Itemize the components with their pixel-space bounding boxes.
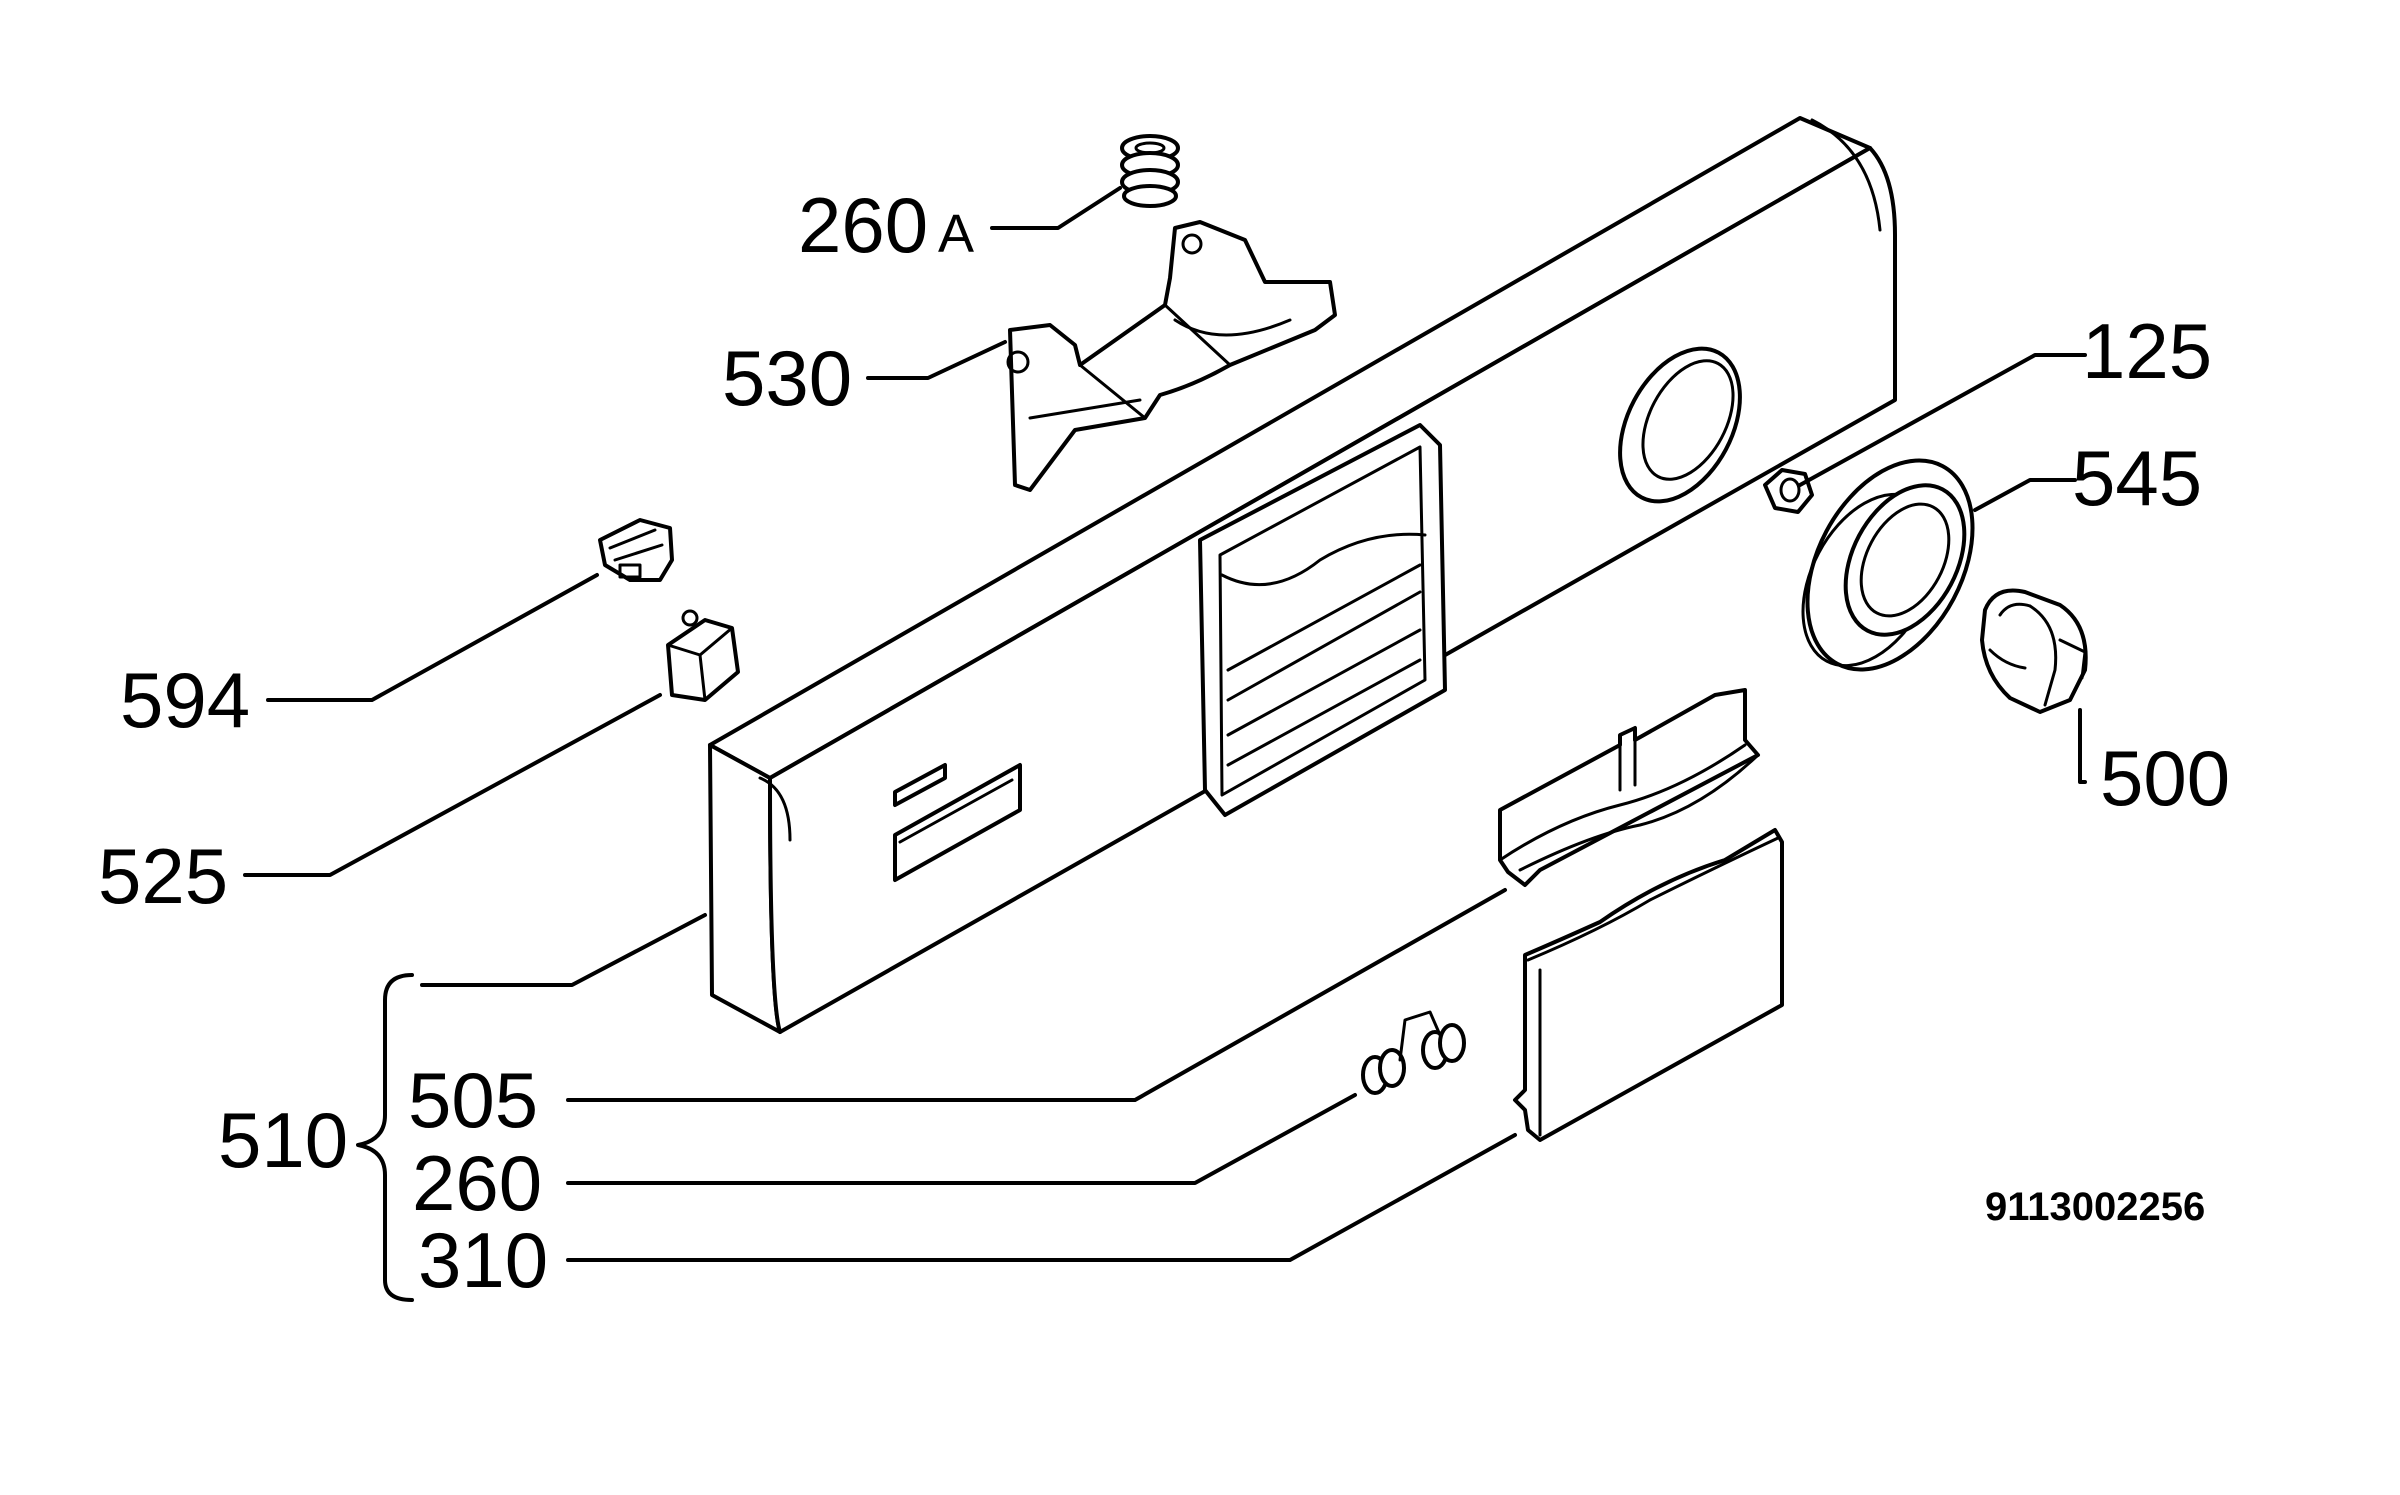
frame-505 — [1498, 688, 1760, 887]
callout-310: 310 — [418, 1216, 548, 1304]
callout-525: 525 — [98, 832, 228, 920]
clip-594 — [598, 518, 674, 582]
callout-505: 505 — [408, 1056, 538, 1144]
callout-545: 545 — [2072, 434, 2202, 522]
ring-545 — [1801, 458, 1975, 672]
callout-530: 530 — [722, 334, 852, 422]
bracket-530 — [1006, 220, 1337, 492]
document-number: 9113002256 — [1985, 1185, 2205, 1229]
callout-260: 260 — [412, 1139, 542, 1227]
button-525 — [666, 609, 740, 702]
control-panel-fascia — [708, 116, 1897, 1034]
flap-310 — [1513, 828, 1784, 1142]
spring-260 — [1361, 1010, 1466, 1095]
callout-510: 510 — [218, 1096, 348, 1184]
spring-260a — [1120, 134, 1180, 208]
callout-260a-number: 260 — [798, 181, 928, 269]
nut-125 — [1763, 468, 1814, 514]
callout-labels: 260 A 530 594 525 510 505 260 310 125 54… — [98, 181, 2230, 1304]
callout-594: 594 — [120, 656, 250, 744]
knob-500 — [1980, 588, 2088, 714]
callout-125: 125 — [2082, 307, 2212, 395]
leader-lines — [243, 186, 2087, 1302]
callout-260a-suffix: A — [938, 204, 974, 264]
callout-500: 500 — [2100, 734, 2230, 822]
